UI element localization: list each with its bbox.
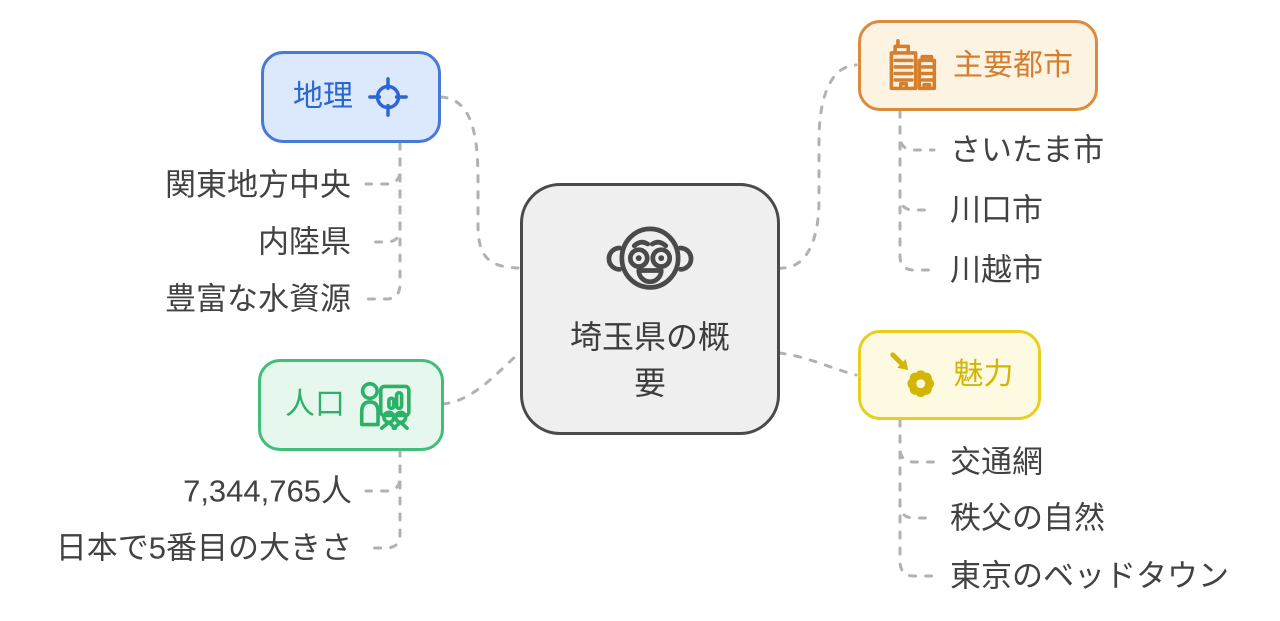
leaf-major-cities-0: さいたま市	[950, 132, 1105, 168]
link-population-root	[441, 352, 520, 406]
leaf-population-0: 7,344,765人	[183, 473, 352, 509]
branch-attractions-child-0	[898, 418, 936, 464]
leaf-attractions-2: 東京のベッドタウン	[950, 558, 1229, 594]
branch-cities-child-1	[898, 109, 936, 212]
node-geography[interactable]: 地理	[261, 51, 441, 143]
crosshair-icon	[367, 76, 409, 118]
city-buildings-icon	[883, 38, 939, 94]
branch-geography-child-0	[364, 141, 402, 186]
leaf-geography-1: 内陸県	[258, 224, 351, 260]
branch-geography-child-1	[364, 141, 402, 244]
baby-face-icon	[605, 212, 695, 307]
link-root-cities	[777, 63, 858, 270]
branch-attractions-child-1	[898, 418, 936, 520]
branch-cities-child-2	[898, 109, 936, 272]
link-geography-root	[439, 95, 520, 270]
leaf-geography-2: 豊富な水資源	[165, 281, 351, 317]
arrow-flower-icon	[886, 348, 940, 402]
node-major-cities-label: 主要都市	[953, 48, 1073, 82]
leaf-population-1: 日本で5番目の大きさ	[55, 530, 352, 566]
branch-population-child-0	[364, 448, 402, 493]
branch-attractions-child-2	[898, 418, 936, 578]
leaf-major-cities-1: 川口市	[950, 192, 1043, 228]
leaf-geography-0: 関東地方中央	[165, 167, 351, 203]
node-major-cities[interactable]: 主要都市	[858, 20, 1098, 111]
root-label: 埼玉県の概要	[569, 319, 730, 401]
node-geography-label: 地理	[293, 80, 353, 113]
leaf-attractions-1: 秩父の自然	[950, 500, 1105, 536]
branch-geography-child-2	[364, 141, 402, 301]
node-population[interactable]: 人口	[258, 359, 444, 451]
people-presentation-icon	[359, 379, 417, 432]
root-node-saitama-overview[interactable]: 埼玉県の概要	[520, 183, 780, 435]
node-population-label: 人口	[285, 388, 345, 421]
link-root-attractions	[777, 351, 858, 377]
node-attractions[interactable]: 魅力	[858, 330, 1041, 420]
leaf-major-cities-2: 川越市	[950, 252, 1043, 288]
leaf-attractions-0: 交通網	[950, 444, 1043, 480]
node-attractions-label: 魅力	[953, 358, 1014, 391]
branch-cities-child-0	[898, 109, 936, 152]
branch-population-child-1	[364, 448, 402, 550]
